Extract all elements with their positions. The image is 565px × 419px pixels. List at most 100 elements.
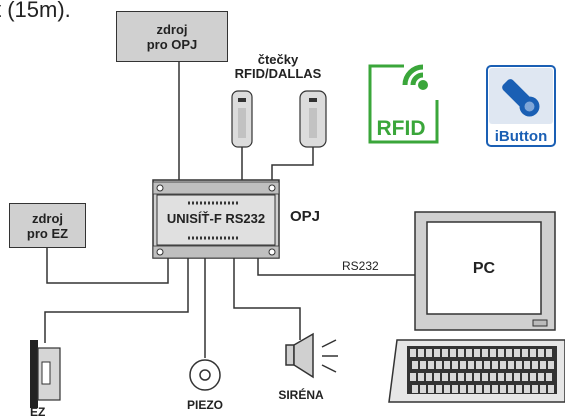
keyboard-key (498, 373, 504, 381)
keyboard-key (410, 373, 416, 381)
keyboard-key (426, 373, 432, 381)
caption-text-fragment: st (15m). (0, 0, 71, 22)
power-supply-ez-box: zdroj pro EZ (9, 203, 86, 248)
keyboard-key (492, 361, 498, 369)
keyboard-key (516, 361, 522, 369)
keyboard-key (530, 373, 536, 381)
keyboard-key (548, 385, 554, 393)
keyboard-key (466, 373, 472, 381)
piezo-label: PIEZO (186, 398, 223, 412)
power-supply-opj-line2: pro OPJ (146, 36, 198, 52)
keyboard-key (434, 349, 440, 357)
keyboard-key (508, 361, 514, 369)
keyboard-key (514, 373, 520, 381)
keyboard-key (468, 361, 474, 369)
keyboard-key (468, 385, 474, 393)
keyboard-key (460, 361, 466, 369)
keyboard-key (418, 373, 424, 381)
ibutton-logo (486, 65, 556, 147)
power-supply-ez-line2: pro EZ (26, 225, 69, 241)
wires (44, 62, 432, 358)
keyboard-key (476, 361, 482, 369)
keyboard-key (428, 385, 434, 393)
keyboard-key (530, 349, 536, 357)
keyboard-key (428, 361, 434, 369)
keyboard-key (532, 385, 538, 393)
keyboard-key (458, 349, 464, 357)
keyboard-key (434, 373, 440, 381)
keyboard-key (482, 373, 488, 381)
unit-name-label: UNISÍŤ-F RS232 (166, 211, 266, 226)
keyboard-key (452, 361, 458, 369)
power-supply-opj-line1: zdroj (156, 21, 188, 37)
keyboard-key (466, 349, 472, 357)
pc-computer-icon (388, 211, 565, 403)
keyboard-key (500, 361, 506, 369)
keyboard-key (546, 373, 552, 381)
keyboard-key (506, 373, 512, 381)
keyboard-key (426, 349, 432, 357)
rs232-label: RS232 (342, 259, 379, 273)
pc-label: PC (472, 260, 496, 277)
keyboard-key (538, 373, 544, 381)
keyboard-key (538, 349, 544, 357)
keyboard-key (484, 385, 490, 393)
rfid-logo (368, 64, 442, 144)
piezo-icon (189, 359, 221, 391)
keyboard-key (524, 385, 530, 393)
keyboard-key (412, 385, 418, 393)
keyboard-key (490, 373, 496, 381)
keyboard-key (460, 385, 466, 393)
siren-icon (285, 332, 338, 379)
keyboard-key (436, 361, 442, 369)
reader-icon (231, 90, 253, 148)
keyboard-key (442, 373, 448, 381)
keyboard-key (516, 385, 522, 393)
keyboard-key (418, 349, 424, 357)
keyboard-key (492, 385, 498, 393)
reader-icon (299, 90, 327, 148)
keyboard-key (484, 361, 490, 369)
keyboard-key (420, 361, 426, 369)
keyboard-key (476, 385, 482, 393)
keyboard-key (474, 349, 480, 357)
keyboard-key (420, 385, 426, 393)
keyboard-key (532, 361, 538, 369)
ibutton-logo-text: iButton (494, 128, 548, 145)
keyboard-key (452, 385, 458, 393)
opj-unit (152, 179, 280, 259)
keyboard-key (442, 349, 448, 357)
keyboard-key (436, 385, 442, 393)
opj-label: OPJ (290, 208, 321, 225)
keyboard-key (522, 349, 528, 357)
keyboard-key (444, 361, 450, 369)
keyboard-key (412, 361, 418, 369)
keyboard-key (548, 361, 554, 369)
keyboard-key (540, 385, 546, 393)
electric-lock-icon (30, 340, 61, 408)
power-supply-ez-line1: zdroj (31, 210, 64, 226)
keyboard-key (506, 349, 512, 357)
readers-label-line2: RFID/DALLAS (234, 66, 322, 81)
readers-label-line1: čtečky (257, 52, 299, 67)
keyboard-key (450, 349, 456, 357)
ez-label: EZ (30, 405, 46, 419)
keyboard-key (546, 349, 552, 357)
keyboard-key (444, 385, 450, 393)
keyboard-key (540, 361, 546, 369)
keyboard-key (450, 373, 456, 381)
keyboard-key (482, 349, 488, 357)
siren-label: SIRÉNA (278, 388, 324, 402)
power-supply-opj-box: zdroj pro OPJ (116, 11, 228, 62)
rfid-logo-text: RFID (376, 117, 426, 140)
keyboard-key (508, 385, 514, 393)
keyboard-key (410, 349, 416, 357)
keyboard-key (524, 361, 530, 369)
readers-label: čtečky RFID/DALLAS (222, 53, 334, 81)
keyboard-key (498, 349, 504, 357)
keyboard-key (500, 385, 506, 393)
keyboard-key (522, 373, 528, 381)
keyboard-key (490, 349, 496, 357)
keyboard-key (474, 373, 480, 381)
